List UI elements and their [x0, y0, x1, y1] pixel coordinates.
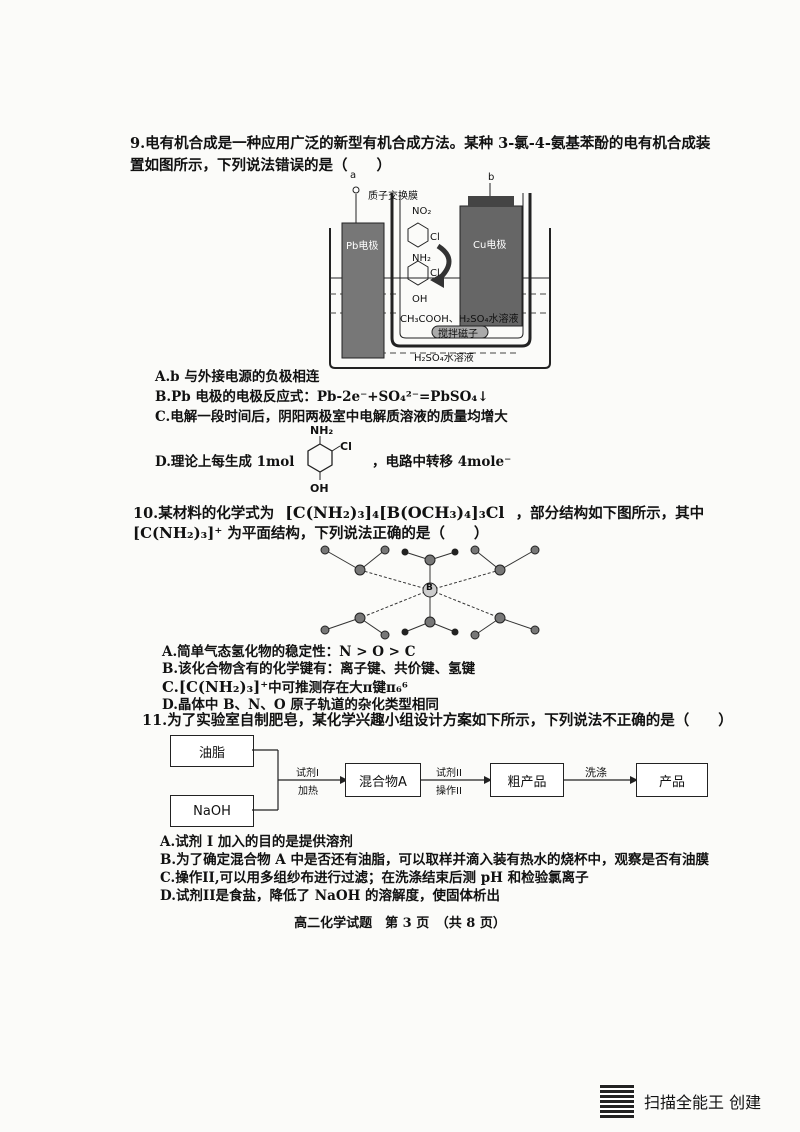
q10-stem-prefix: 10.某材料的化学式为 — [133, 505, 275, 522]
q10-stem-line1: 10.某材料的化学式为 [C(NH₂)₃]₄[B(OCH₃)₄]₃Cl ，部分结… — [133, 502, 704, 525]
oh-label: OH — [412, 294, 428, 305]
flow-heat-label: 加热 — [298, 786, 318, 797]
q10-cation-formula: [C(NH₂)₃]⁺ — [133, 524, 223, 542]
q11-option-a: A.试剂 I 加入的目的是提供溶剂 — [160, 834, 353, 850]
flow-reagent1-label: 试剂I — [296, 768, 319, 779]
flow-crude-box: 粗产品 — [490, 763, 564, 797]
q10-option-a: A.简单气态氢化物的稳定性：N > O > C — [162, 644, 416, 660]
terminal-a-label: a — [350, 170, 357, 181]
q9-stem-line1: 9.电有机合成是一种应用广泛的新型有机合成方法。某种 3-氯-4-氨基苯酚的电有… — [130, 135, 711, 152]
flow-wash-label: 洗涤 — [585, 766, 607, 779]
solution1-label: CH₃COOH、H₂SO₄水溶液 — [400, 314, 519, 325]
q10-formula: [C(NH₂)₃]₄[B(OCH₃)₄]₃Cl — [285, 503, 505, 522]
solution2-label: H₂SO₄水溶液 — [414, 353, 474, 364]
q10-stem-line2: [C(NH₂)₃]⁺ 为平面结构，下列说法正确的是（ ） — [133, 522, 488, 545]
crystal-structure-figure — [320, 545, 540, 640]
cu-electrode-label: Cu电极 — [473, 240, 507, 251]
q10-option-c-formula: C.[C(NH₂)₃]⁺ — [162, 678, 269, 696]
flow-naoh-box: NaOH — [170, 795, 254, 827]
flow-oil-box: 油脂 — [170, 735, 254, 767]
qr-code-icon — [600, 1084, 634, 1118]
d-oh-label: OH — [310, 482, 329, 495]
flow-reagent2-label: 试剂II — [436, 768, 462, 779]
aminochlorophenol-structure — [307, 436, 341, 480]
flow-mixture-box: 混合物A — [345, 763, 421, 797]
q9-option-d-suffix: ，电路中转移 4mole⁻ — [372, 454, 512, 470]
cl-label-1: Cl — [430, 232, 440, 243]
scanner-text: 扫描全能王 创建 — [644, 1093, 762, 1112]
q11-option-d: D.试剂II是食盐，降低了 NaOH 的溶解度，使固体析出 — [160, 888, 501, 904]
q10-option-c-text: 中可推测存在大π键π₆⁶ — [268, 680, 408, 696]
q11-option-c: C.操作II,可以用多组纱布进行过滤；在洗涤结束后测 pH 和检验氯离子 — [160, 870, 589, 886]
q11-option-b: B.为了确定混合物 A 中是否还有油脂，可以取样并滴入装有热水的烧杯中，观察是否… — [160, 852, 709, 868]
d-nh2-label: NH₂ — [310, 424, 334, 437]
no2-label: NO₂ — [412, 206, 432, 217]
q10-option-d: D.晶体中 B、N、O 原子轨道的杂化类型相同 — [162, 697, 439, 713]
crystal-center-b-label: B — [426, 583, 433, 593]
proton-membrane-label: 质子交换膜 — [368, 191, 418, 202]
page-footer: 高二化学试题 第 3 页 （共 8 页） — [294, 916, 506, 931]
electrolysis-cell-figure — [329, 183, 551, 369]
terminal-b-label: b — [488, 172, 495, 183]
pb-electrode-label: Pb电极 — [346, 241, 379, 252]
q10-option-c: C.[C(NH₂)₃]⁺中可推测存在大π键π₆⁶ — [162, 677, 408, 698]
flow-op2-label: 操作II — [436, 786, 462, 797]
q10-stem-suffix: ，部分结构如下图所示，其中 — [515, 505, 705, 522]
flow-product-box: 产品 — [636, 763, 708, 797]
scanner-watermark: 扫描全能王 创建 — [600, 1083, 790, 1119]
nh2-label: NH₂ — [412, 253, 432, 264]
q10-stem-line2-text: 为平面结构，下列说法正确的是（ ） — [227, 525, 489, 542]
flow-connectors — [252, 749, 638, 811]
q11-stem: 11.为了实验室自制肥皂，某化学兴趣小组设计方案如下所示，下列说法不正确的是（ … — [142, 712, 733, 729]
q9-stem-line2: 置如图所示，下列说法错误的是（ ） — [130, 157, 391, 174]
q9-option-c: C.电解一段时间后，阴阳两极室中电解质溶液的质量均增大 — [155, 409, 508, 425]
cl-label-2: Cl — [430, 268, 440, 279]
d-cl-label: Cl — [340, 440, 352, 453]
stirrer-label: 搅拌磁子 — [438, 329, 478, 340]
q9-option-b: B.Pb 电极的电极反应式：Pb-2e⁻+SO₄²⁻=PbSO₄↓ — [155, 389, 489, 405]
q9-option-d-prefix: D.理论上每生成 1mol — [155, 454, 295, 470]
q10-option-b: B.该化合物含有的化学键有：离子键、共价键、氢键 — [162, 661, 476, 677]
q9-option-a: A.b 与外接电源的负极相连 — [155, 369, 320, 385]
